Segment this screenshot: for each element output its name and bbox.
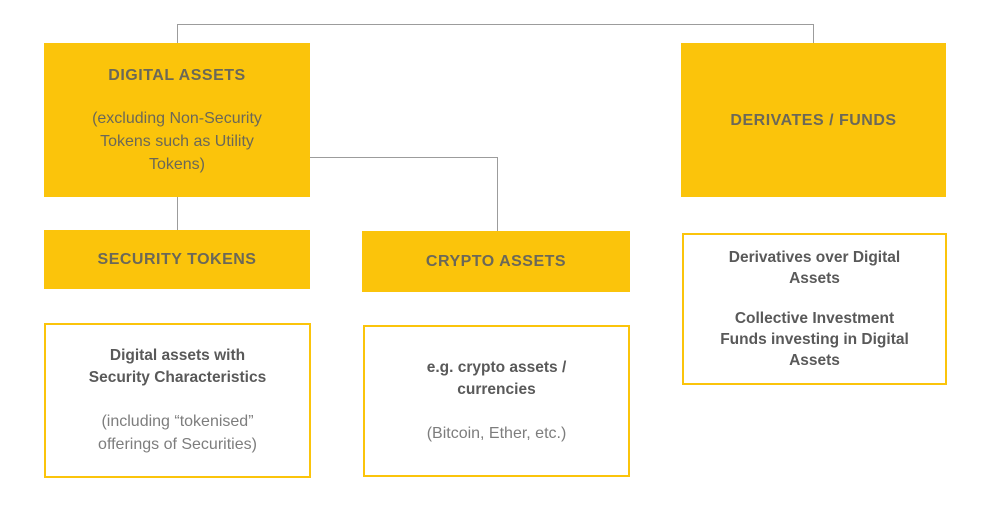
derivates-funds-detail-card: Derivatives over Digital Assets Collecti… — [682, 233, 947, 385]
connector-digital-to-security-vertical — [177, 197, 178, 230]
security-tokens-title: SECURITY TOKENS — [97, 251, 257, 268]
digital-assets-subtitle: (excluding Non-Security Tokens such as U… — [92, 110, 262, 173]
connector-derivates-funds-top-vertical — [813, 24, 814, 43]
derivates-funds-detail-paragraph-1: Derivatives over Digital Assets — [728, 249, 901, 287]
connector-digital-to-crypto-horizontal — [310, 157, 497, 158]
connector-top-horizontal — [177, 24, 814, 25]
connector-digital-assets-top-vertical — [177, 24, 178, 43]
crypto-assets-detail-card: e.g. crypto assets / currencies (Bitcoin… — [363, 325, 630, 477]
digital-assets-node: DIGITAL ASSETS (excluding Non-Security T… — [44, 43, 310, 197]
derivates-funds-detail-paragraph-2: Collective Investment Funds investing in… — [720, 310, 909, 369]
security-tokens-detail-heading: Digital assets with Security Characteris… — [88, 347, 267, 386]
derivates-funds-node: DERIVATES / FUNDS — [681, 43, 946, 197]
derivates-funds-title: DERIVATES / FUNDS — [730, 111, 897, 129]
crypto-assets-title: CRYPTO ASSETS — [425, 253, 567, 270]
security-tokens-node: SECURITY TOKENS — [44, 230, 310, 289]
security-tokens-detail-body: (including “tokenised” offerings of Secu… — [98, 413, 257, 453]
digital-assets-title: DIGITAL ASSETS — [108, 67, 246, 84]
crypto-assets-node: CRYPTO ASSETS — [362, 231, 630, 292]
crypto-assets-detail-heading: e.g. crypto assets / currencies — [426, 359, 567, 398]
connector-crypto-assets-top-vertical — [497, 157, 498, 232]
security-tokens-detail-card: Digital assets with Security Characteris… — [44, 323, 311, 478]
crypto-assets-detail-body: (Bitcoin, Ether, etc.) — [426, 425, 567, 442]
